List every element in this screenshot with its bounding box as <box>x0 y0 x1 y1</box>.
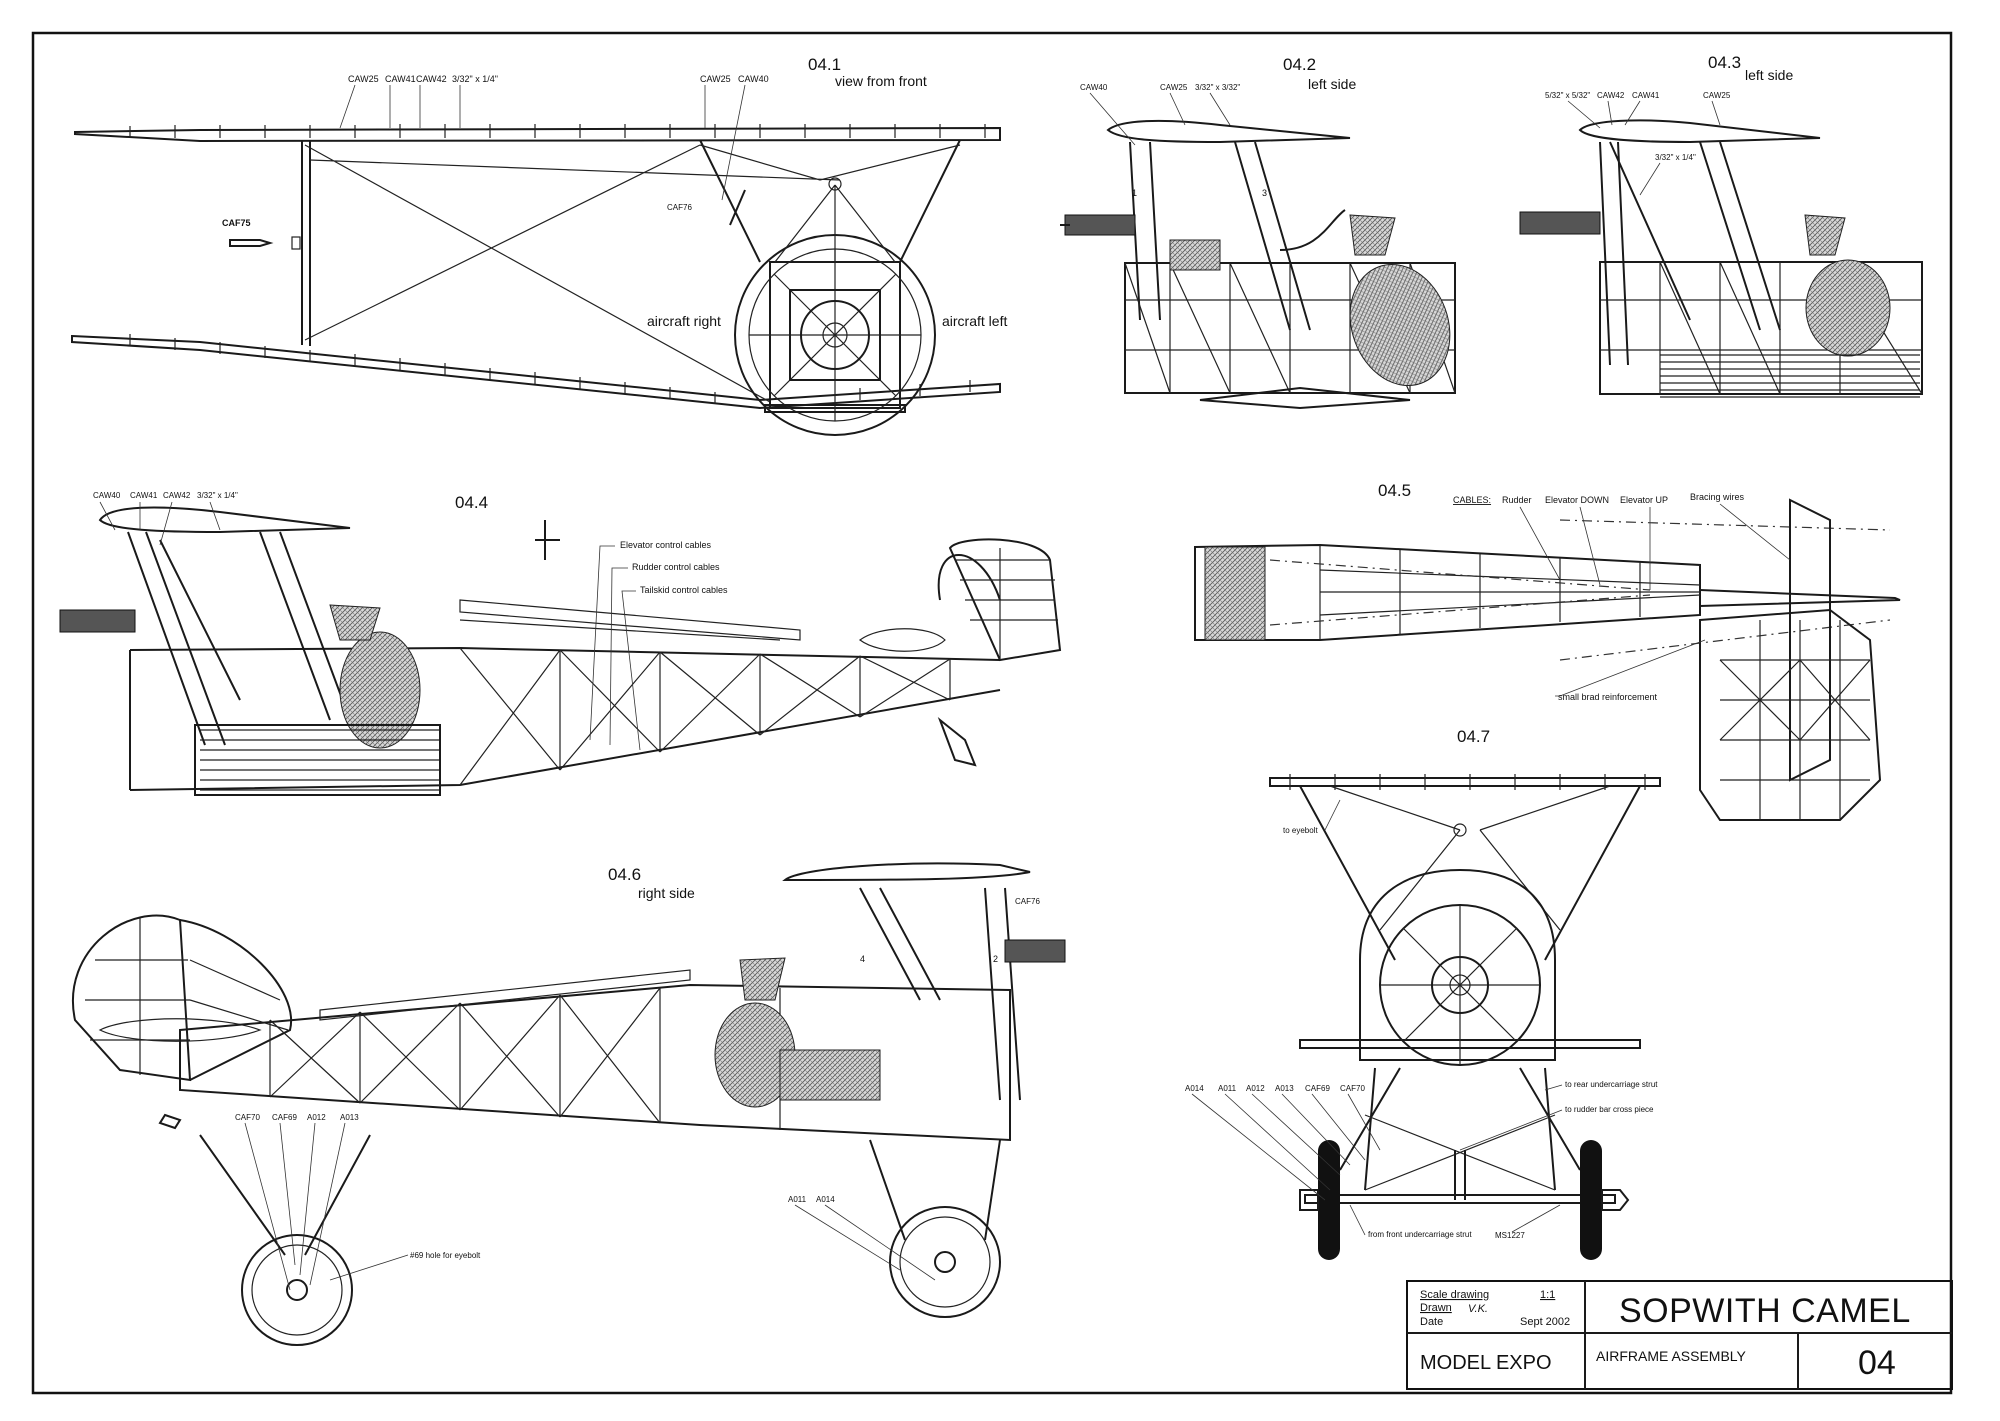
label-dim-c: 5/32" x 5/32" <box>1545 91 1590 100</box>
label-caf76-a: CAF76 <box>667 203 692 212</box>
label-bracing-wires: Bracing wires <box>1690 492 1745 502</box>
label-caw41-a: CAW41 <box>385 74 416 84</box>
label-caw40-c: CAW40 <box>93 491 121 500</box>
label-caw25-c: CAW25 <box>1160 83 1188 92</box>
label-caf69-b: CAF69 <box>1305 1084 1330 1093</box>
view-04-5-id: 04.5 <box>1378 481 1411 500</box>
label-cables-title: CABLES: <box>1453 495 1491 505</box>
view-04-1-id: 04.1 <box>808 55 841 74</box>
note-rudder-cables: Rudder control cables <box>632 562 720 572</box>
label-a011-a: A011 <box>788 1195 807 1204</box>
view-04-6-right: 04.6 right side CAF76 CAF70 CAF69 A012 A… <box>72 862 1066 1346</box>
drawing-subtitle: AIRFRAME ASSEMBLY <box>1596 1348 1747 1364</box>
label-caw42-b: CAW42 <box>1597 91 1625 100</box>
label-caf70-b: CAF70 <box>1340 1084 1365 1093</box>
label-a014-a: A014 <box>816 1195 835 1204</box>
view-04-7-front: 04.7 A014 A011 A012 A013 CAF69 CAF70 MS1… <box>1185 727 1661 1260</box>
label-dim-e: 3/32" x 1/4" <box>197 491 238 500</box>
title-block: Scale drawing 1:1 Drawn V.K. Date Sept 2… <box>1406 1280 1953 1390</box>
label-caf75: CAF75 <box>222 218 251 228</box>
label-a013-a: A013 <box>340 1113 359 1122</box>
note-small-brad: small brad reinforcement <box>1558 692 1658 702</box>
view-04-3-left: 04.3 left side 5/32" x 5/32" CAW42 CAW41… <box>1519 53 1923 398</box>
drawing-title: SOPWITH CAMEL <box>1619 1292 1911 1330</box>
label-caw25-d: CAW25 <box>1703 91 1731 100</box>
view-04-4-id: 04.4 <box>455 493 488 512</box>
label-cable-elev-down: Elevator DOWN <box>1545 495 1609 505</box>
label-caw41-b: CAW41 <box>1632 91 1660 100</box>
view-04-3-caption: left side <box>1745 67 1793 83</box>
label-cable-rudder: Rudder <box>1502 495 1532 505</box>
label-a014-b: A014 <box>1185 1084 1204 1093</box>
label-dim-a: 3/32" x 1/4" <box>452 74 498 84</box>
label-dim-d: 3/32" x 1/4" <box>1655 153 1696 162</box>
label-caf69-a: CAF69 <box>272 1113 297 1122</box>
note-tailskid-cables: Tailskid control cables <box>640 585 728 595</box>
label-caw25-a: CAW25 <box>348 74 379 84</box>
drawn-label: Drawn <box>1420 1302 1452 1314</box>
label-caw40-b: CAW40 <box>1080 83 1108 92</box>
label-caf76-b: CAF76 <box>1015 897 1040 906</box>
label-caw42-c: CAW42 <box>163 491 191 500</box>
label-caw41-c: CAW41 <box>130 491 158 500</box>
note-rudder-bar: to rudder bar cross piece <box>1565 1105 1654 1114</box>
note-aircraft-left: aircraft left <box>942 313 1007 329</box>
label-caw42-a: CAW42 <box>416 74 447 84</box>
view-04-3-id: 04.3 <box>1708 53 1741 72</box>
view-04-6-caption: right side <box>638 885 695 901</box>
label-a013-b: A013 <box>1275 1084 1294 1093</box>
label-a012-b: A012 <box>1246 1084 1265 1093</box>
view-04-1-caption: view from front <box>835 73 927 89</box>
view-04-2-caption: left side <box>1308 76 1356 92</box>
label-caw25-b: CAW25 <box>700 74 731 84</box>
strut-num-1: 1 <box>1132 188 1137 198</box>
date-label: Date <box>1420 1316 1443 1328</box>
sheet-number: 04 <box>1858 1344 1896 1382</box>
label-caw40-a: CAW40 <box>738 74 769 84</box>
view-04-2-id: 04.2 <box>1283 55 1316 74</box>
label-a012-a: A012 <box>307 1113 326 1122</box>
note-elevator-cables: Elevator control cables <box>620 540 712 550</box>
scale-value: 1:1 <box>1540 1289 1555 1301</box>
strut-num-2: 2 <box>993 954 998 964</box>
view-04-2-left: 04.2 left side CAW40 CAW25 3/32" x 3/32"… <box>1060 55 1456 410</box>
view-04-7-id: 04.7 <box>1457 727 1490 746</box>
view-04-4-fuselage-left: 04.4 CAW40 CAW41 CAW42 3/32" x 1/4" Elev… <box>59 491 1062 796</box>
note-to-eyebolt: to eyebolt <box>1283 826 1318 835</box>
view-04-6-id: 04.6 <box>608 865 641 884</box>
drawn-value: V.K. <box>1468 1303 1488 1315</box>
note-hole-eyebolt: #69 hole for eyebolt <box>410 1251 481 1260</box>
date-value: Sept 2002 <box>1520 1316 1570 1328</box>
view-04-1-front: 04.1 view from front CAW25 CAW41 CAW42 3… <box>71 55 1007 436</box>
label-ms1227: MS1227 <box>1495 1231 1525 1240</box>
scale-label: Scale drawing <box>1420 1289 1489 1301</box>
note-front-strut: from front undercarriage strut <box>1368 1230 1472 1239</box>
note-rear-strut: to rear undercarriage strut <box>1565 1080 1658 1089</box>
note-aircraft-right: aircraft right <box>647 313 721 329</box>
company-name: MODEL EXPO <box>1420 1352 1552 1374</box>
strut-num-3: 3 <box>1262 188 1267 198</box>
label-dim-b: 3/32" x 3/32" <box>1195 83 1240 92</box>
label-caf70-a: CAF70 <box>235 1113 260 1122</box>
label-a011-b: A011 <box>1218 1084 1237 1093</box>
strut-num-4: 4 <box>860 954 865 964</box>
view-04-5-top: 04.5 CABLES: Rudder Elevator DOWN Elevat… <box>1194 481 1901 821</box>
sheet-border <box>31 31 1953 1395</box>
label-cable-elev-up: Elevator UP <box>1620 495 1668 505</box>
